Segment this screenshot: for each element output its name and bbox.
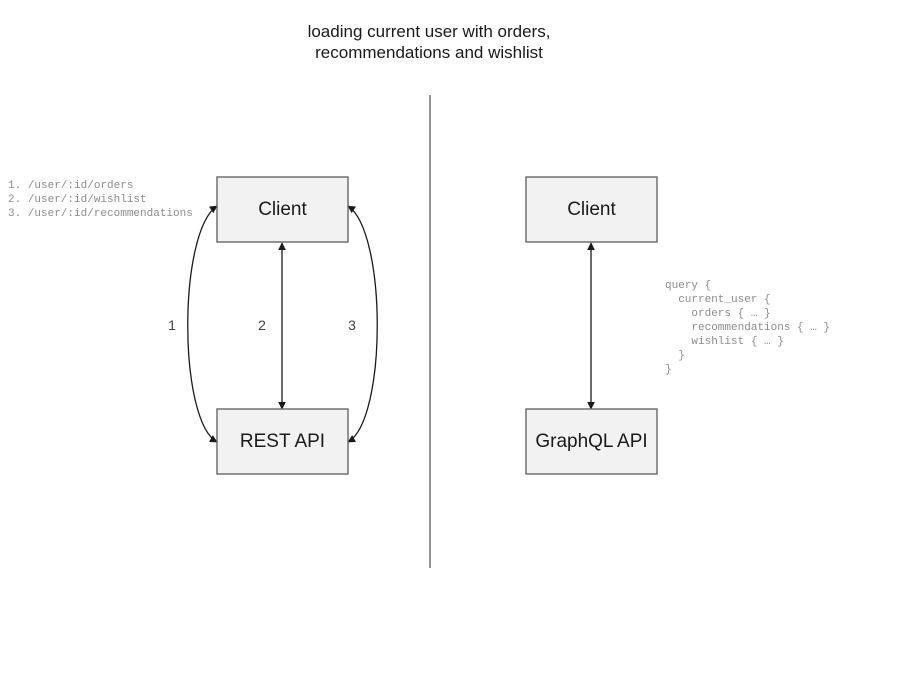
graphql-query-block: query { current_user { orders { … } reco… (665, 280, 830, 376)
page-title-line-1: loading current user with orders, (308, 22, 551, 41)
node-graphql-client[interactable]: Client (525, 176, 658, 243)
node-rest-client-label: Client (258, 199, 307, 220)
graphql-query-line-2: current_user { (665, 294, 771, 306)
rest-edge-label-2: 2 (258, 317, 266, 333)
graphql-query-line-3: orders { … } (665, 308, 771, 320)
node-rest-api[interactable]: REST API (216, 408, 349, 475)
rest-endpoint-item-1: 1. /user/:id/orders (8, 180, 133, 192)
rest-endpoint-item-2: 2. /user/:id/wishlist (8, 194, 147, 206)
rest-edge-1 (187, 205, 218, 443)
node-rest-api-box (216, 408, 349, 475)
node-graphql-api[interactable]: GraphQL API (525, 408, 658, 475)
graphql-query-line-4: recommendations { … } (665, 322, 830, 334)
node-graphql-client-box (525, 176, 658, 243)
rest-endpoint-item-3: 3. /user/:id/recommendations (8, 208, 193, 220)
node-rest-client[interactable]: Client (216, 176, 349, 243)
graphql-query-line-6: } (665, 350, 685, 362)
graphql-query-line-7: } (665, 364, 672, 376)
node-graphql-api-label: GraphQL API (535, 431, 647, 452)
rest-edge-3 (347, 205, 378, 443)
page-title-line-2: recommendations and wishlist (315, 43, 543, 62)
rest-edge-label-3: 3 (348, 317, 356, 333)
rest-endpoint-list: 1. /user/:id/orders 2. /user/:id/wishlis… (8, 180, 193, 220)
node-rest-client-box (216, 176, 349, 243)
rest-edge-label-1: 1 (168, 317, 176, 333)
graphql-query-line-1: query { (665, 280, 711, 292)
node-graphql-client-label: Client (567, 199, 616, 220)
node-rest-api-label: REST API (240, 431, 325, 452)
graphql-query-line-5: wishlist { … } (665, 336, 784, 348)
node-graphql-api-box (525, 408, 658, 475)
